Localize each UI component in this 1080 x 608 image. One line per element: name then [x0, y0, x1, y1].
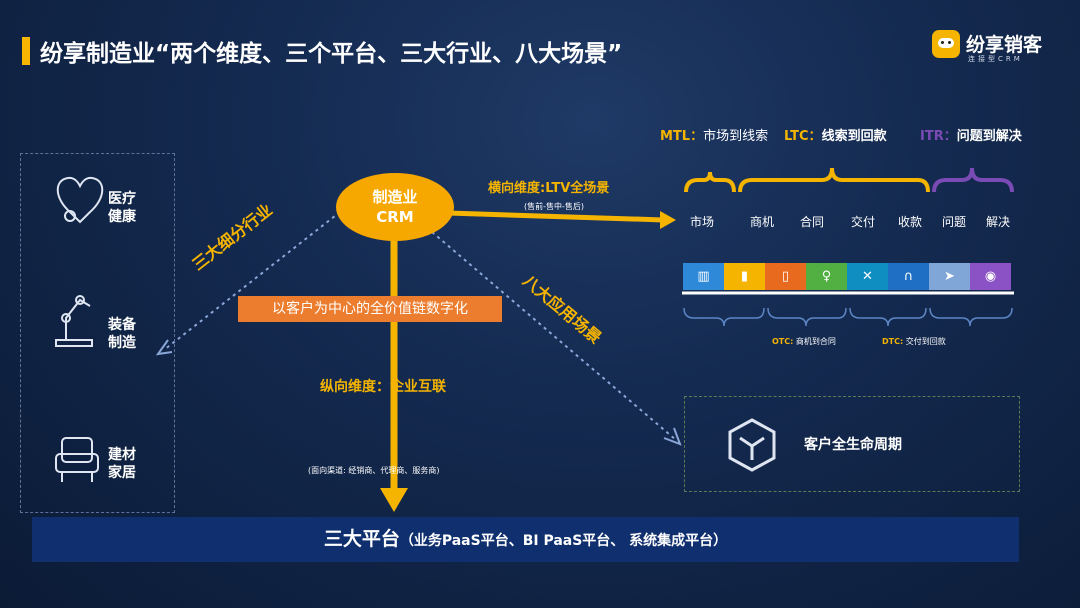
- mtl-brace: [684, 171, 736, 193]
- phase-desc: 问题到解决: [956, 129, 1022, 144]
- industry-label-line: 家居: [108, 465, 136, 481]
- building-icon: ▥: [683, 263, 724, 290]
- page-title: 纷享制造业“两个维度、三个平台、三大行业、八大场景”: [40, 41, 623, 67]
- stage-delivery: 交付: [851, 215, 876, 229]
- vertical-arrow-head: [380, 488, 408, 512]
- trophy-glyph: ♀: [821, 269, 832, 284]
- industry-label-line: 制造: [108, 335, 136, 351]
- phase-colon: ：: [943, 129, 957, 144]
- industries-panel: [20, 153, 175, 513]
- itr-brace: [932, 167, 1014, 193]
- bulb-glyph: ◉: [984, 269, 997, 284]
- vertical-dimension-sub: (面向渠道: 经销商、代理商、服务商): [308, 466, 440, 475]
- sub-process-key: OTC:: [772, 337, 794, 346]
- phase-colon: ：: [690, 129, 704, 144]
- lifecycle-label: 客户全生命周期: [804, 437, 902, 453]
- crm-ellipse: 制造业 CRM: [336, 173, 454, 241]
- phase-ltc: LTC：线索到回款: [784, 125, 887, 144]
- vertical-dimension-title: 纵向维度：企业互联: [320, 379, 446, 395]
- armchair-icon: [55, 437, 99, 482]
- trophy-icon: ♀: [806, 263, 847, 290]
- industry-label-medical: 医疗健康: [108, 190, 142, 226]
- horizontal-dimension-title: 横向维度:LTV全场景: [488, 181, 610, 196]
- ltc-brace: [738, 167, 930, 193]
- stage-opportunity: 商机: [750, 215, 775, 229]
- arch-glyph: ∩: [903, 269, 914, 284]
- horizontal-arrow-line: [447, 210, 665, 223]
- logo-name: 纷享销客: [966, 34, 1043, 56]
- arch-icon: ∩: [888, 263, 929, 290]
- industry-label-building: 建材家居: [108, 446, 142, 482]
- value-chain-box: 以客户为中心的全价值链数字化: [238, 296, 502, 322]
- building-glyph: ▥: [697, 269, 710, 284]
- cards-glyph: ▮: [740, 269, 749, 284]
- industry-label-equipment: 装备制造: [108, 316, 142, 352]
- crm-label-line1: 制造业: [372, 188, 418, 206]
- diagonal-left-head: [155, 339, 173, 356]
- phase-colon: ：: [808, 129, 822, 144]
- sub-process-otc: OTC: 商机到合同: [772, 336, 836, 347]
- heart-stethoscope-icon: [56, 176, 104, 224]
- logo-subtitle: 连接型CRM: [968, 55, 1023, 63]
- industry-label-line: 医疗: [108, 191, 136, 207]
- lower-brace-1: [683, 307, 765, 327]
- tools-icon: ✕: [847, 263, 888, 290]
- sub-process-dtc: DTC: 交付到回款: [882, 336, 946, 347]
- phase-desc: 市场到线索: [703, 129, 769, 144]
- lifecycle-box: [684, 396, 1020, 492]
- phase-mtl: MTL：市场到线索: [660, 125, 768, 144]
- robot-arm-icon: [55, 295, 93, 347]
- tools-glyph: ✕: [862, 269, 873, 284]
- industry-label-line: 装备: [108, 317, 136, 333]
- phase-key: ITR: [920, 129, 944, 144]
- phase-key: MTL: [660, 129, 691, 144]
- phase-itr: ITR：问题到解决: [920, 125, 1022, 144]
- cube-icon: [728, 418, 776, 472]
- title-accent-bar: [22, 37, 30, 65]
- crm-label-line2: CRM: [376, 208, 414, 226]
- industry-label-line: 建材: [108, 447, 136, 463]
- phase-key: LTC: [784, 129, 809, 144]
- stage-market: 市场: [690, 215, 715, 229]
- industry-label-line: 健康: [108, 209, 136, 225]
- platform-text: 三大平台（业务PaaS平台、BI PaaS平台、 系统集成平台）: [32, 517, 1019, 562]
- diagonal-left-line: [163, 211, 341, 351]
- sub-process-desc: 交付到回款: [905, 337, 946, 346]
- horizontal-dimension-sub: (售前-售中-售后): [524, 202, 585, 211]
- stage-collection: 收款: [898, 215, 923, 229]
- platform-bar: 三大平台（业务PaaS平台、BI PaaS平台、 系统集成平台）: [32, 517, 1019, 562]
- lower-brace-3: [849, 307, 927, 327]
- platform-main: 三大平台: [323, 528, 400, 550]
- diagonal-right-line: [431, 231, 677, 441]
- lower-brace-4: [929, 307, 1013, 327]
- battery-icon: ▯: [765, 263, 806, 290]
- stage-issue: 问题: [942, 215, 967, 229]
- cards-icon: ▮: [724, 263, 765, 290]
- send-icon: ➤: [929, 263, 970, 290]
- sub-process-desc: 商机到合同: [795, 337, 836, 346]
- phase-desc: 线索到回款: [821, 129, 887, 144]
- horizontal-arrow-head: [660, 211, 676, 229]
- battery-glyph: ▯: [781, 269, 790, 284]
- sub-process-key: DTC:: [882, 337, 904, 346]
- diagonal-right-head: [663, 427, 682, 446]
- lower-brace-2: [767, 307, 847, 327]
- send-glyph: ➤: [944, 269, 955, 284]
- bulb-icon: ◉: [970, 263, 1011, 290]
- platform-detail: （业务PaaS平台、BI PaaS平台、 系统集成平台）: [399, 533, 728, 549]
- stage-resolve: 解决: [986, 215, 1011, 229]
- logo-icon: [932, 30, 960, 58]
- stage-contract: 合同: [800, 215, 825, 229]
